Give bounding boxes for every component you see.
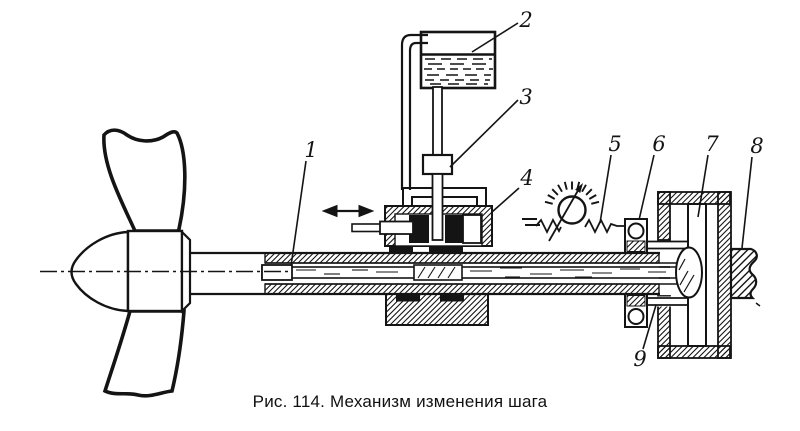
callout-8-number: 8 bbox=[750, 134, 763, 158]
callout-9-number: 9 bbox=[633, 347, 646, 371]
control-rod-sleeve bbox=[413, 264, 463, 281]
rod-end-knob bbox=[675, 246, 703, 299]
valve-adjuster bbox=[421, 153, 454, 176]
callout-2: 2 bbox=[471, 8, 533, 53]
callout-8: 8 bbox=[741, 134, 764, 249]
gauge-dial bbox=[557, 195, 587, 225]
gauge-scale-ticks bbox=[544, 181, 600, 205]
lower-band-right bbox=[440, 294, 464, 302]
housing-left-wall-lower bbox=[657, 295, 671, 359]
oil-liquid-texture bbox=[424, 58, 493, 85]
pilot-rod-tip bbox=[351, 223, 383, 233]
callout-5: 5 bbox=[599, 132, 622, 224]
callouts: 1 2 3 4 5 6 7 8 bbox=[290, 8, 764, 371]
figure-caption: Рис. 114. Механизм изменения шага bbox=[252, 392, 548, 411]
callout-1-number: 1 bbox=[304, 138, 317, 162]
callout-3-number: 3 bbox=[519, 85, 532, 109]
callout-7-number: 7 bbox=[705, 132, 719, 156]
shaft-wall-bottom bbox=[264, 283, 660, 295]
rod-sleeve-hatch bbox=[417, 266, 456, 279]
arrowhead-right bbox=[358, 204, 375, 218]
bearing-lower-ball bbox=[627, 308, 645, 325]
oil-tank bbox=[419, 30, 497, 90]
pilot-rod-body bbox=[379, 220, 414, 235]
callout-5-number: 5 bbox=[608, 132, 621, 156]
oil-pipe-inner bbox=[408, 41, 428, 190]
callout-4-number: 4 bbox=[519, 166, 533, 190]
oil-pipe-outer bbox=[400, 33, 428, 190]
seal-band-left bbox=[389, 246, 413, 253]
callout-2-number: 2 bbox=[518, 8, 532, 32]
propeller bbox=[70, 128, 192, 398]
rod-texture bbox=[296, 267, 666, 278]
callout-9: 9 bbox=[633, 304, 657, 371]
pitch-indicator bbox=[522, 181, 625, 242]
thrust-bearing-lower bbox=[624, 293, 648, 328]
housing-left-wall-upper bbox=[657, 191, 671, 241]
valve-bracket bbox=[402, 187, 487, 206]
bearing-links bbox=[647, 240, 689, 306]
seal-band-right bbox=[429, 246, 463, 253]
break-tick bbox=[755, 302, 761, 307]
driven-shaft-end bbox=[729, 247, 758, 300]
arrowhead-left bbox=[321, 204, 338, 218]
valve-rod-upper bbox=[432, 86, 443, 156]
knob-hatch bbox=[678, 258, 695, 293]
thrust-bearing-upper bbox=[624, 218, 648, 254]
bearing-upper-ball bbox=[627, 222, 645, 240]
seal-right bbox=[445, 215, 463, 243]
spool-right bbox=[462, 214, 482, 244]
control-rod-cap bbox=[261, 264, 293, 281]
propeller-blade-lower bbox=[102, 309, 186, 398]
actuator-housing bbox=[647, 191, 761, 359]
link-slot bbox=[655, 296, 673, 307]
callout-6-number: 6 bbox=[652, 132, 665, 156]
direction-arrow bbox=[321, 204, 375, 218]
spring-left bbox=[535, 218, 562, 235]
shaft-wall-top bbox=[264, 252, 660, 264]
spring-right bbox=[584, 217, 625, 235]
bearing-upper-race bbox=[626, 240, 646, 252]
lower-band-left bbox=[396, 294, 420, 302]
oil-system bbox=[400, 30, 497, 241]
control-rod-body bbox=[261, 266, 683, 279]
callout-3: 3 bbox=[449, 85, 533, 168]
callout-1: 1 bbox=[290, 138, 318, 267]
bearing-lower-race bbox=[626, 295, 646, 307]
seal-left bbox=[409, 215, 429, 243]
housing-right-wall bbox=[717, 191, 732, 359]
callout-6: 6 bbox=[638, 132, 666, 221]
gauge-needle bbox=[548, 186, 581, 242]
valve-rod-lower bbox=[431, 173, 444, 241]
callout-7: 7 bbox=[697, 132, 719, 218]
propeller-blade-upper bbox=[102, 128, 187, 233]
gauge-needle-arrowhead bbox=[575, 183, 583, 193]
callout-4: 4 bbox=[491, 166, 534, 213]
distributor-block bbox=[351, 187, 493, 326]
control-rod bbox=[261, 264, 683, 281]
